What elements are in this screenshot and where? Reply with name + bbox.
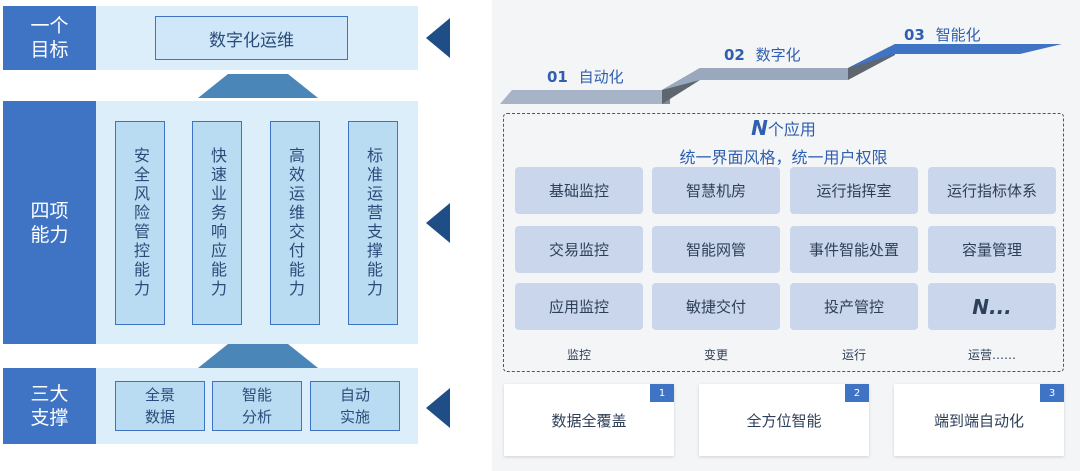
- step-1: 01 自动化: [547, 66, 624, 87]
- goal-chevron: [426, 18, 450, 58]
- tile-transaction-monitoring: 交易监控: [515, 226, 643, 273]
- apps-header-line1: N个应用: [503, 116, 1064, 140]
- ability-text-4: 标准运营支撑能力: [364, 147, 383, 299]
- tile-smart-network: 智能网管: [652, 226, 780, 273]
- step-3: 03 智能化: [904, 24, 981, 45]
- feature-num-2: 2: [845, 384, 869, 402]
- supports-chevron: [426, 388, 450, 428]
- ability-card-4: 标准运营支撑能力: [348, 121, 398, 325]
- goal-box: 数字化运维: [155, 16, 348, 60]
- ability-card-1: 安全风险管控能力: [115, 121, 165, 325]
- goal-label: 一个 目标: [3, 6, 96, 70]
- tile-app-monitoring: 应用监控: [515, 283, 643, 330]
- feature-card-1: 数据全覆盖: [504, 384, 674, 456]
- tile-agile-delivery: 敏捷交付: [652, 283, 780, 330]
- tile-incident-handling: 事件智能处置: [790, 226, 918, 273]
- feature-label-2: 全方位智能: [746, 411, 822, 430]
- abilities-label: 四项 能力: [3, 101, 96, 344]
- step-2-number: 02: [724, 46, 745, 64]
- ability-text-1: 安全风险管控能力: [131, 147, 150, 299]
- up-arrow-upper: [198, 74, 318, 98]
- feature-num-3: 3: [1040, 384, 1064, 402]
- tile-capacity-management: 容量管理: [928, 226, 1056, 273]
- feature-card-2: 全方位智能: [699, 384, 869, 456]
- tile-basic-monitoring: 基础监控: [515, 167, 643, 214]
- step-3-label: 智能化: [935, 26, 981, 44]
- step-2: 02 数字化: [724, 44, 801, 65]
- tile-operations-metrics: 运行指标体系: [928, 167, 1056, 214]
- feature-card-3: 端到端自动化: [894, 384, 1064, 456]
- category-operating: 运营……: [967, 348, 1016, 362]
- category-monitoring: 监控: [566, 348, 591, 362]
- apps-header-text: 个应用: [767, 120, 816, 139]
- category-change: 变更: [703, 348, 728, 362]
- tile-smart-datacenter: 智慧机房: [652, 167, 780, 214]
- feature-label-1: 数据全覆盖: [551, 411, 627, 430]
- apps-container: [503, 113, 1064, 372]
- step-1-number: 01: [547, 68, 568, 86]
- step-1-label: 自动化: [578, 68, 624, 86]
- step-3-number: 03: [904, 26, 925, 44]
- support-card-3: 自动 实施: [310, 381, 400, 431]
- support-card-2: 智能 分析: [212, 381, 302, 431]
- abilities-chevron: [426, 203, 450, 243]
- tile-release-control: 投产管控: [790, 283, 918, 330]
- up-arrow-lower: [198, 344, 318, 368]
- tile-operations-command: 运行指挥室: [790, 167, 918, 214]
- tile-more: N...: [928, 283, 1056, 330]
- step-2-label: 数字化: [755, 46, 801, 64]
- ability-text-2: 快速业务响应能力: [208, 147, 227, 299]
- n-symbol: N: [751, 116, 768, 140]
- supports-label: 三大 支撑: [3, 368, 96, 444]
- apps-header-line2: 统一界面风格，统一用户权限: [679, 148, 888, 167]
- category-operation: 运行: [841, 348, 866, 362]
- feature-num-1: 1: [650, 384, 674, 402]
- ability-card-2: 快速业务响应能力: [192, 121, 242, 325]
- feature-label-3: 端到端自动化: [933, 411, 1024, 430]
- support-card-1: 全景 数据: [115, 381, 205, 431]
- ability-text-3: 高效运维交付能力: [286, 147, 305, 299]
- ability-card-3: 高效运维交付能力: [270, 121, 320, 325]
- staircase-graphic: [500, 44, 1062, 104]
